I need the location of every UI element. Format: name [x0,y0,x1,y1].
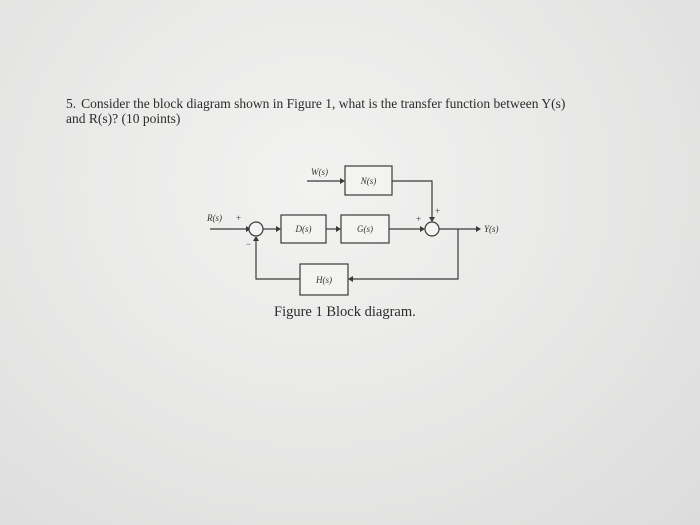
g-input-arrowhead [336,226,341,232]
feedback-line-to-h [353,229,459,280]
h-block [299,263,349,296]
feedback-line-to-sum1 [255,241,300,280]
question-number: 5. [66,96,77,111]
sum2-left-sign: + [416,214,421,224]
question-line-2: and R(s)? (10 points) [66,111,181,126]
h-input-arrowhead [348,276,353,282]
question-text: 5. Consider the block diagram shown in Fi… [66,96,656,126]
h-block-label: H(s) [315,275,332,285]
sum1-feedback-sign: − [246,239,251,249]
n-input-arrowhead [340,178,345,184]
d-block-label: D(s) [295,224,312,234]
figure-caption: Figure 1 Block diagram. [274,304,416,320]
n-to-sum2-line [392,180,433,217]
question-line-1: 5. Consider the block diagram shown in Fi… [66,96,656,111]
summing-junction-2 [424,221,440,237]
w-signal-label: W(s) [311,167,328,177]
sum1-input-sign: + [236,213,241,223]
question-line-1-text: Consider the block diagram shown in Figu… [81,96,566,111]
output-arrowhead [476,226,481,232]
r-signal-label: R(s) [206,213,222,223]
sum2-top-sign: + [435,206,440,216]
d-input-arrowhead [276,226,281,232]
summing-junction-1 [248,221,264,237]
y-signal-label: Y(s) [484,224,499,234]
sum2-top-arrowhead [429,217,435,222]
n-block-label: N(s) [360,176,377,186]
sum2-left-arrowhead [420,226,425,232]
sum1-feedback-arrowhead [253,236,259,241]
g-block [340,214,390,244]
g-block-label: G(s) [357,224,373,234]
